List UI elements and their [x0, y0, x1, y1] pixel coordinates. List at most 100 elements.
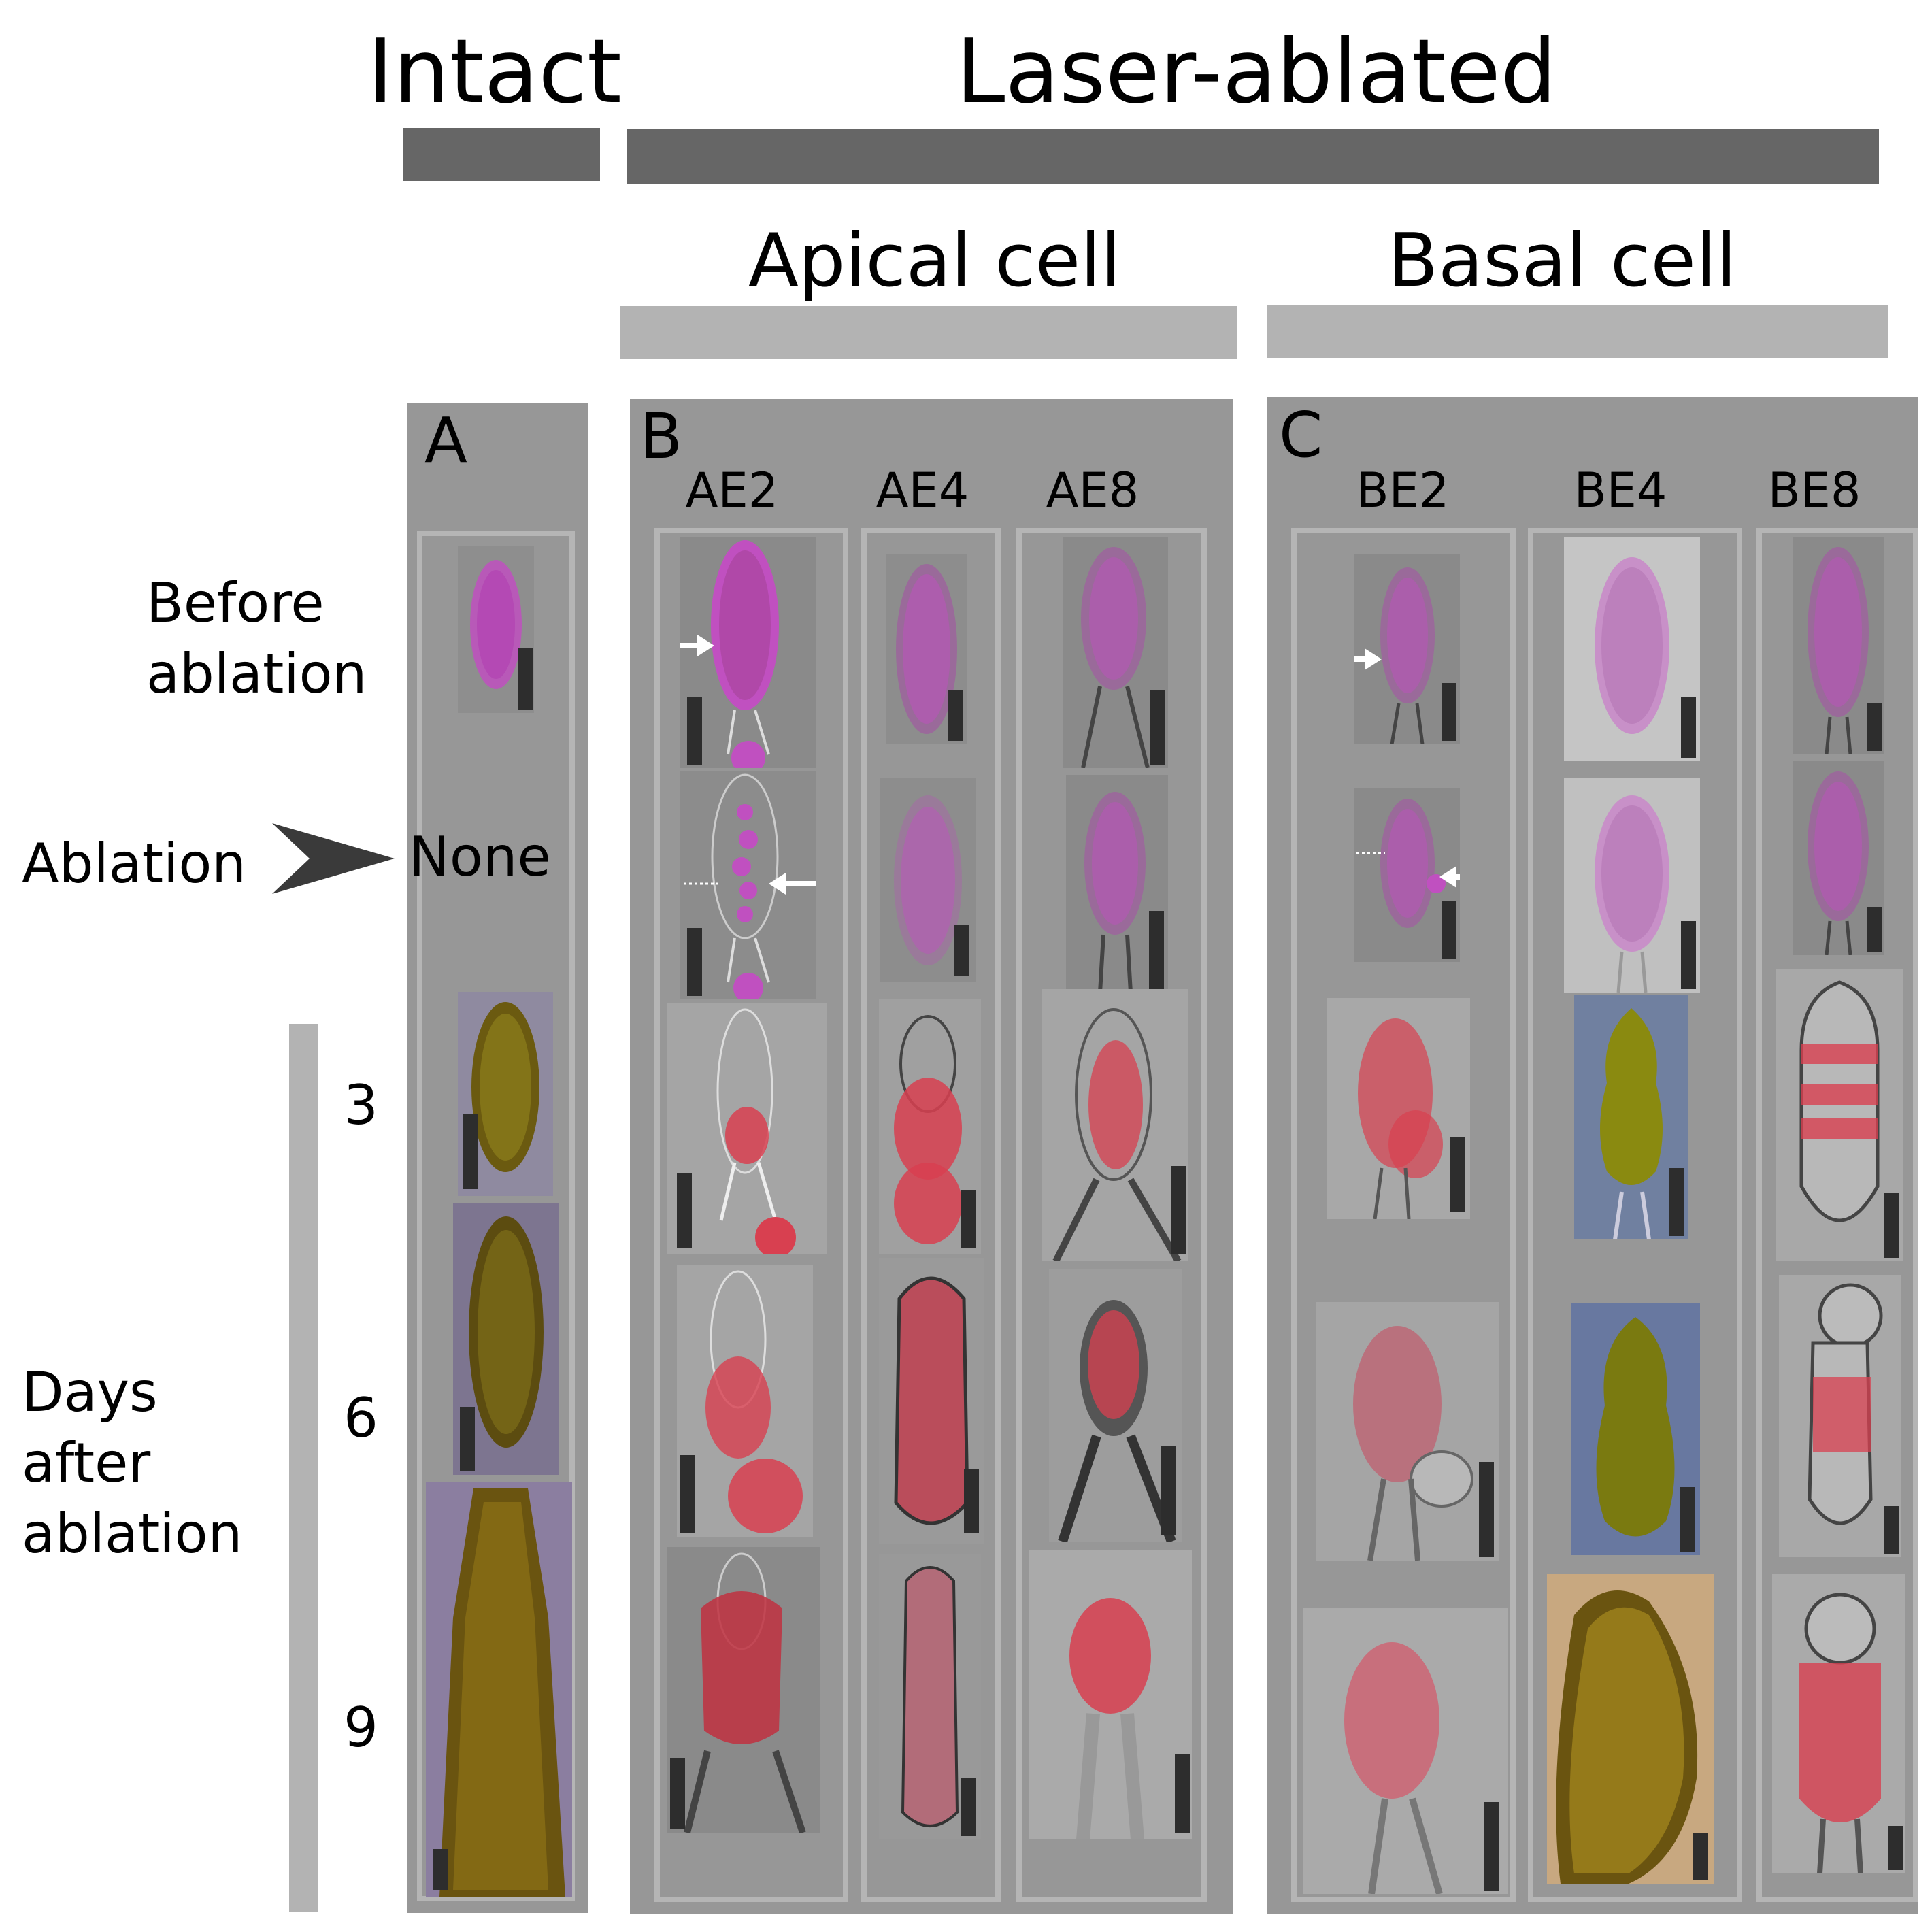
scale-bar [1888, 1826, 1903, 1870]
column-label-be4: BE4 [1573, 463, 1667, 518]
ae4-day6-image [879, 1258, 984, 1544]
panel-b: B AE2 AE4 AE8 [630, 399, 1233, 1914]
arrow-icon [680, 635, 714, 656]
scale-bar [1884, 1506, 1899, 1554]
column-be8 [1756, 528, 1918, 1902]
laser-ablated-bar [627, 129, 1879, 184]
be4-day9-image [1547, 1574, 1714, 1884]
be8-day3-image [1776, 969, 1903, 1261]
scale-bar [1884, 1193, 1899, 1258]
ae8-day6-image [1049, 1269, 1182, 1542]
scale-bar [687, 697, 702, 765]
scale-bar [1867, 907, 1882, 952]
be8-before-image [1793, 537, 1884, 754]
panel-a-column: None [409, 531, 575, 1901]
ae8-day3-image [1042, 989, 1188, 1261]
scale-bar [1681, 697, 1696, 758]
scale-bar [1149, 911, 1164, 989]
basal-cell-bar [1267, 305, 1888, 358]
be8-day9-image [1772, 1574, 1905, 1873]
ae4-day3-image [879, 999, 981, 1254]
ae2-day3-image [667, 1003, 827, 1254]
row-label-before-ablation: Before ablation [146, 571, 367, 705]
column-be2 [1291, 528, 1516, 1902]
be8-day6-image [1779, 1275, 1901, 1557]
day-number-6: 6 [344, 1386, 378, 1450]
scale-bar [961, 1778, 976, 1836]
column-be4 [1528, 528, 1742, 1902]
ae2-ablation-image [680, 771, 816, 999]
be4-day3-image [1574, 995, 1688, 1239]
scale-bar [433, 1849, 448, 1890]
scale-bar [1442, 683, 1456, 741]
scale-bar [518, 648, 533, 710]
header-apical-cell: Apical cell [748, 218, 1122, 303]
ae4-before-image [886, 554, 967, 744]
be4-day6-image [1571, 1303, 1700, 1555]
scale-bar [1479, 1462, 1494, 1557]
ae2-day6-image [677, 1265, 813, 1537]
intact-day9-image [426, 1482, 572, 1897]
be2-before-image [1354, 554, 1460, 744]
panel-c: C BE2 BE4 BE8 [1267, 397, 1918, 1914]
column-ae8 [1016, 528, 1207, 1902]
be8-ablation-image [1793, 761, 1884, 955]
scale-bar [961, 1190, 976, 1248]
ae4-ablation-image [880, 778, 976, 982]
scale-bar [1681, 921, 1696, 989]
ae8-day9-image [1029, 1550, 1192, 1839]
arrow-icon [1354, 648, 1382, 670]
ablation-arrow-icon [272, 823, 395, 894]
header-intact: Intact [367, 20, 622, 123]
days-timeline-bar [289, 1024, 318, 1912]
scale-bar [1680, 1487, 1695, 1552]
be4-ablation-image [1564, 778, 1700, 993]
scale-bar [1442, 901, 1456, 959]
column-label-be2: BE2 [1356, 463, 1450, 518]
ae2-before-image [680, 537, 816, 768]
scale-bar [954, 925, 969, 976]
ae4-day9-image [879, 1554, 981, 1839]
scale-bar [1484, 1802, 1499, 1891]
arrow-icon [769, 873, 816, 895]
panel-label-a: A [424, 404, 467, 477]
scale-bar [463, 1114, 478, 1189]
intact-day6-image [453, 1203, 559, 1475]
header-laser-ablated: Laser-ablated [956, 20, 1557, 123]
be2-day9-image [1303, 1608, 1508, 1894]
scale-bar [680, 1455, 695, 1533]
column-label-ae2: AE2 [685, 463, 779, 518]
day-number-3: 3 [344, 1073, 378, 1137]
ablation-none-label: None [409, 825, 551, 888]
be2-ablation-image [1354, 788, 1460, 962]
be2-day6-image [1316, 1302, 1499, 1561]
day-number-9: 9 [344, 1696, 378, 1759]
column-label-be8: BE8 [1767, 463, 1861, 518]
scale-bar [1669, 1168, 1684, 1236]
arrow-icon [1439, 866, 1460, 888]
ae8-ablation-image [1066, 775, 1168, 993]
row-label-ablation: Ablation [22, 832, 246, 895]
panel-a: A None [407, 403, 588, 1913]
scale-bar [460, 1407, 475, 1471]
scale-bar [1175, 1754, 1190, 1833]
scale-bar [1450, 1137, 1465, 1212]
be2-day3-image [1327, 998, 1470, 1219]
intact-bar [403, 128, 600, 181]
scale-bar [670, 1758, 685, 1829]
panel-label-b: B [639, 400, 683, 473]
scale-bar [948, 690, 963, 741]
intact-day3-image [458, 992, 553, 1196]
be4-before-image [1564, 537, 1700, 761]
column-ae2 [654, 528, 848, 1902]
ae2-day9-image [667, 1547, 820, 1833]
scale-bar [1867, 703, 1882, 751]
apical-cell-bar [620, 306, 1237, 359]
panel-label-c: C [1279, 399, 1323, 471]
scale-bar [687, 928, 702, 996]
scale-bar [1693, 1833, 1708, 1880]
header-basal-cell: Basal cell [1388, 218, 1737, 303]
scale-bar [1150, 690, 1165, 765]
intact-before-image [458, 546, 534, 713]
scale-bar [964, 1469, 979, 1533]
